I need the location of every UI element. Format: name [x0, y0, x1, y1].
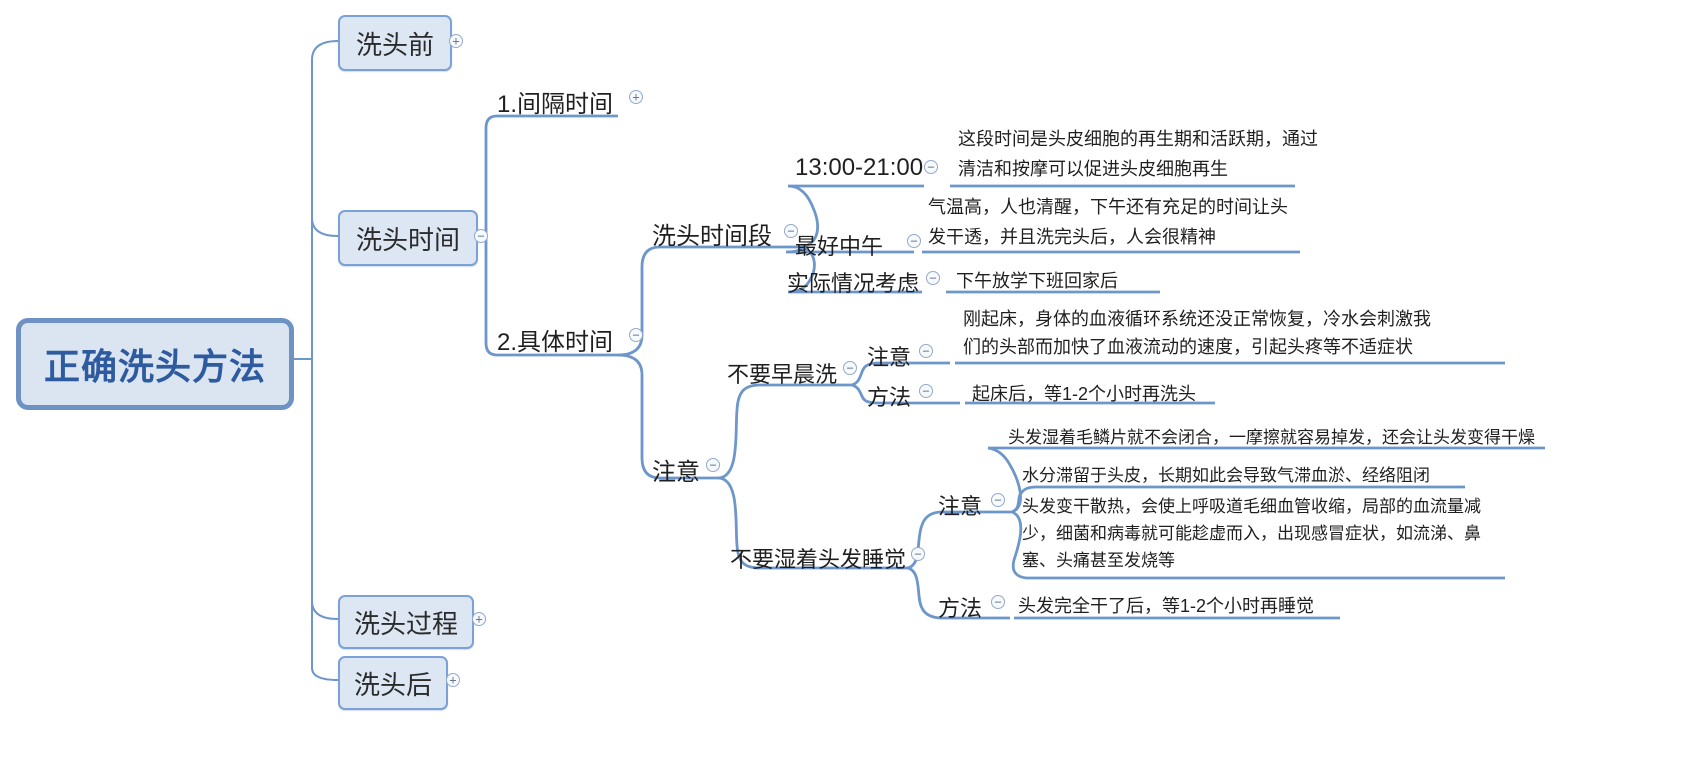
node-wash-time[interactable]: 洗头时间 [338, 210, 478, 266]
collapse-icon[interactable]: − [991, 595, 1005, 609]
note-wet-reason-1[interactable]: 头发湿着毛鳞片就不会闭合，一摩擦就容易掉发，还会让头发变得干燥 [1008, 428, 1535, 447]
node-no-wet-hair-sleep[interactable]: 不要湿着头发睡觉 [730, 547, 907, 572]
collapse-icon[interactable]: − [474, 229, 488, 243]
node-after-wash[interactable]: 洗头后 [338, 656, 448, 710]
note-no-wet-method[interactable]: 头发完全干了后，等1-2个小时再睡觉 [1018, 596, 1315, 616]
node-wash-process[interactable]: 洗头过程 [338, 595, 474, 649]
node-wash-time-period[interactable]: 洗头时间段 [652, 223, 772, 250]
node-no-morning-method[interactable]: 方法 [867, 385, 912, 410]
node-no-morning-caution[interactable]: 注意 [867, 345, 912, 370]
note-wet-reason-3[interactable]: 头发变干散热，会使上呼吸道毛细血管收缩，局部的血流量减少，细菌和病毒就可能趁虚而… [1022, 497, 1481, 570]
expand-icon[interactable]: + [629, 90, 643, 104]
collapse-icon[interactable]: − [706, 458, 720, 472]
collapse-icon[interactable]: − [629, 328, 643, 342]
note-no-morning-caution[interactable]: 刚起床，身体的血液循环系统还没正常恢复，冷水会刺激我们的头部而加快了血液流动的速… [963, 309, 1431, 357]
expand-icon[interactable]: + [472, 612, 486, 626]
node-root[interactable]: 正确洗头方法 [16, 318, 294, 410]
node-best-noon[interactable]: 最好中午 [795, 234, 884, 259]
node-before-wash[interactable]: 洗头前 [338, 15, 452, 71]
collapse-icon[interactable]: − [919, 344, 933, 358]
node-caution[interactable]: 注意 [652, 459, 700, 486]
collapse-icon[interactable]: − [926, 271, 940, 285]
node-no-wet-caution[interactable]: 注意 [938, 494, 983, 519]
expand-icon[interactable]: + [449, 34, 463, 48]
node-specific-time[interactable]: 2.具体时间 [497, 329, 614, 356]
node-no-morning-wash[interactable]: 不要早晨洗 [727, 362, 838, 387]
collapse-icon[interactable]: − [991, 493, 1005, 507]
collapse-icon[interactable]: − [843, 361, 857, 375]
node-interval-time[interactable]: 1.间隔时间 [497, 91, 614, 118]
collapse-icon[interactable]: − [919, 384, 933, 398]
collapse-icon[interactable]: − [924, 160, 938, 174]
node-practical-consideration[interactable]: 实际情况考虑 [787, 271, 920, 296]
note-no-morning-method[interactable]: 起床后，等1-2个小时再洗头 [972, 384, 1197, 404]
collapse-icon[interactable]: − [907, 234, 921, 248]
collapse-icon[interactable]: − [784, 224, 798, 238]
note-timeslot-13-21[interactable]: 这段时间是头皮细胞的再生期和活跃期，通过清洁和按摩可以促进头皮细胞再生 [958, 129, 1318, 179]
note-practical-consideration[interactable]: 下午放学下班回家后 [956, 271, 1118, 291]
node-no-wet-method[interactable]: 方法 [938, 596, 983, 621]
collapse-icon[interactable]: − [911, 547, 925, 561]
expand-icon[interactable]: + [446, 673, 460, 687]
note-wet-reason-2[interactable]: 水分滞留于头皮，长期如此会导致气滞血淤、经络阻闭 [1022, 466, 1430, 485]
note-best-noon[interactable]: 气温高，人也清醒，下午还有充足的时间让头发干透，并且洗完头后，人会很精神 [928, 197, 1288, 247]
node-timeslot-13-21[interactable]: 13:00-21:00 [795, 154, 924, 181]
